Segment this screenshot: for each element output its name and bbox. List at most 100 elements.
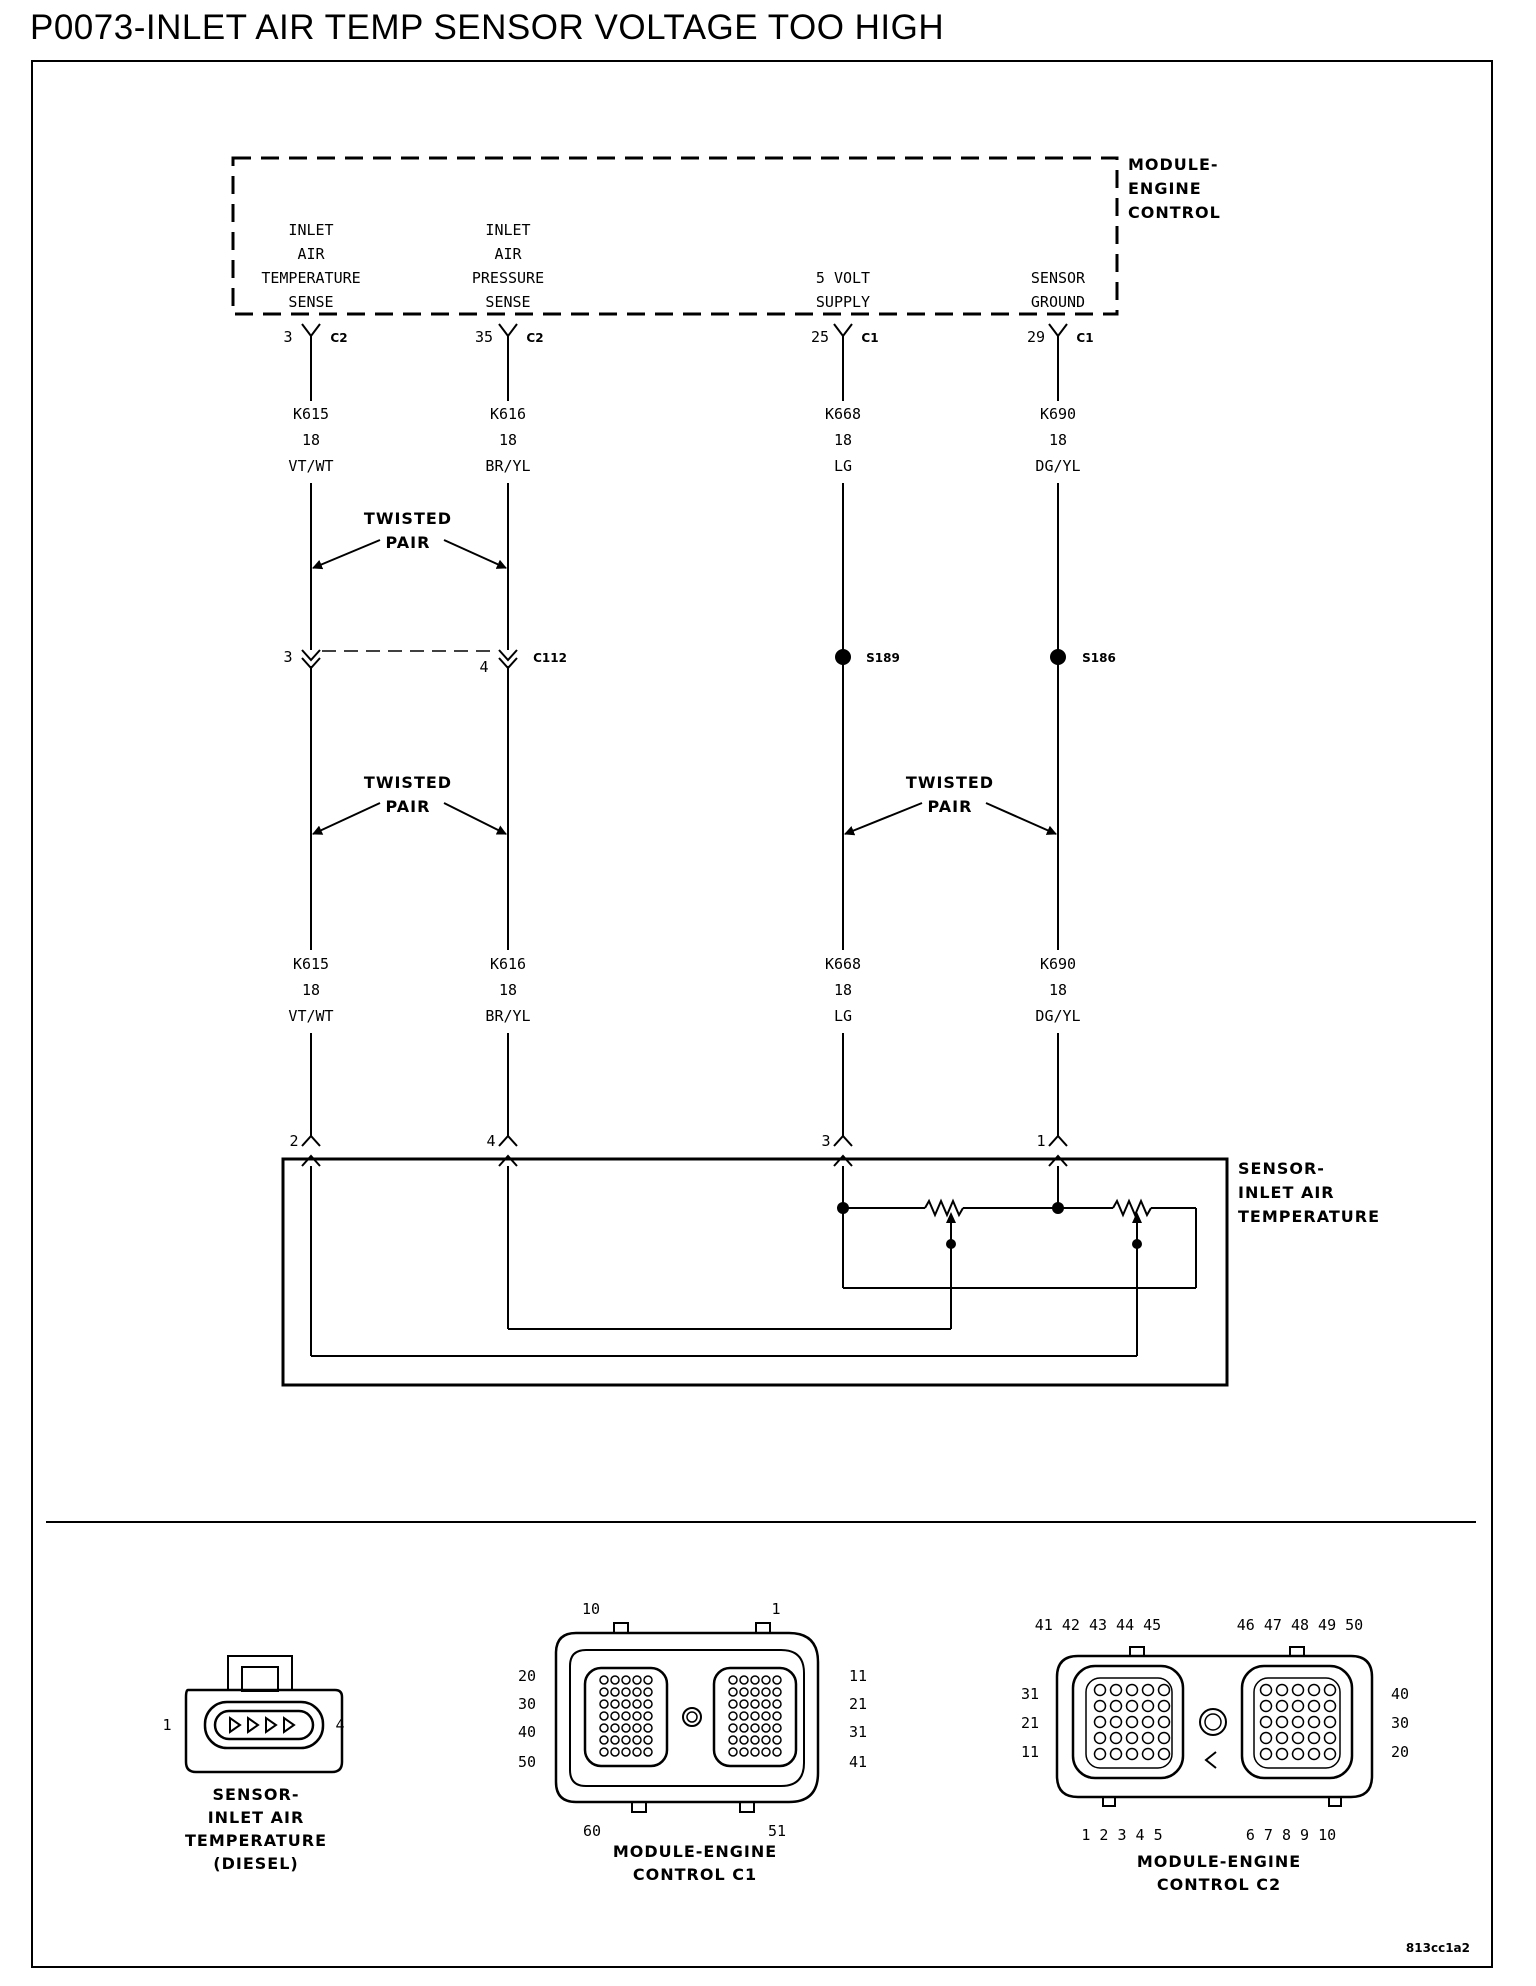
svg-text:35: 35 [475, 328, 493, 346]
svg-text:20: 20 [518, 1667, 536, 1685]
svg-text:18: 18 [302, 431, 320, 449]
svg-text:41: 41 [849, 1753, 867, 1771]
c1-left-cavities [599, 1675, 653, 1757]
svg-text:PAIR: PAIR [386, 797, 431, 816]
svg-text:INLET AIR: INLET AIR [208, 1808, 305, 1827]
svg-text:1 2 3 4 5: 1 2 3 4 5 [1081, 1826, 1162, 1844]
svg-text:TEMPERATURE: TEMPERATURE [261, 269, 360, 287]
svg-text:TWISTED: TWISTED [364, 773, 452, 792]
figure-id: 813cc1a2 [1406, 1941, 1470, 1955]
svg-text:K615: K615 [293, 955, 329, 973]
svg-text:AIR: AIR [297, 245, 325, 263]
svg-text:AIR: AIR [494, 245, 522, 263]
svg-text:3: 3 [283, 648, 292, 666]
svg-text:PRESSURE: PRESSURE [472, 269, 544, 287]
inline-connector-c112: 3 4 C112 [283, 648, 566, 676]
pin-function-5v-supply: 5 VOLT SUPPLY [816, 269, 870, 311]
diagram-frame [31, 60, 1493, 1968]
svg-text:18: 18 [834, 431, 852, 449]
svg-text:MODULE-: MODULE- [1128, 155, 1219, 174]
wire-label-lower: K615 18 VT/WT K616 18 BR/YL K668 18 LG K… [288, 955, 1080, 1025]
pin-function-iap-sense: INLET AIR PRESSURE SENSE [472, 221, 544, 311]
svg-text:31: 31 [1021, 1685, 1039, 1703]
svg-text:3: 3 [821, 1132, 830, 1150]
svg-text:ENGINE: ENGINE [1128, 179, 1202, 198]
pin-function-sensor-ground: SENSOR GROUND [1031, 269, 1086, 311]
svg-text:MODULE-ENGINE: MODULE-ENGINE [613, 1842, 777, 1861]
sensor-cavity-labels: 2 4 3 1 [289, 1132, 1045, 1150]
svg-text:C1: C1 [861, 331, 878, 345]
svg-text:K690: K690 [1040, 955, 1076, 973]
svg-text:50: 50 [518, 1753, 536, 1771]
svg-text:BR/YL: BR/YL [485, 457, 530, 475]
svg-text:LG: LG [834, 1007, 852, 1025]
svg-text:SENSOR-: SENSOR- [1238, 1159, 1325, 1178]
module-pin-4: 29 C1 [1027, 323, 1094, 346]
svg-text:18: 18 [834, 981, 852, 999]
svg-text:INLET: INLET [288, 221, 333, 239]
module-label: MODULE- ENGINE CONTROL [1128, 155, 1221, 222]
svg-text:18: 18 [1049, 431, 1067, 449]
svg-text:PAIR: PAIR [386, 533, 431, 552]
svg-text:4: 4 [479, 658, 488, 676]
c2-right-cavities [1259, 1683, 1337, 1761]
svg-text:40: 40 [518, 1723, 536, 1741]
pin-function-iat-sense: INLET AIR TEMPERATURE SENSE [261, 221, 360, 311]
c1-latches [613, 1622, 771, 1813]
svg-text:25: 25 [811, 328, 829, 346]
page-title: P0073-INLET AIR TEMP SENSOR VOLTAGE TOO … [30, 8, 945, 47]
svg-text:4: 4 [335, 1716, 344, 1734]
svg-text:C1: C1 [1076, 331, 1093, 345]
svg-text:CONTROL: CONTROL [1128, 203, 1221, 222]
svg-text:21: 21 [849, 1695, 867, 1713]
svg-text:SENSOR-: SENSOR- [213, 1785, 300, 1804]
svg-text:1: 1 [162, 1716, 171, 1734]
svg-text:4: 4 [486, 1132, 495, 1150]
splice-s186: S186 [1050, 649, 1116, 665]
svg-text:S189: S189 [866, 651, 900, 665]
svg-text:TWISTED: TWISTED [906, 773, 994, 792]
sensor-internal-circuit [310, 1166, 1197, 1357]
svg-text:TEMPERATURE: TEMPERATURE [185, 1831, 327, 1850]
svg-text:18: 18 [302, 981, 320, 999]
svg-text:SENSE: SENSE [288, 293, 333, 311]
twisted-pair-label-1: TWISTED PAIR [312, 509, 507, 570]
svg-text:C112: C112 [533, 651, 567, 665]
svg-text:VT/WT: VT/WT [288, 1007, 333, 1025]
svg-text:51: 51 [768, 1822, 786, 1840]
svg-text:3: 3 [283, 328, 292, 346]
svg-text:K668: K668 [825, 405, 861, 423]
svg-text:18: 18 [1049, 981, 1067, 999]
c1-connector-view: 10 1 20 30 40 50 11 21 31 41 60 51 MODUL… [518, 1600, 867, 1884]
svg-text:SUPPLY: SUPPLY [816, 293, 870, 311]
module-engine-control-box [231, 156, 1119, 316]
svg-text:K668: K668 [825, 955, 861, 973]
wire-label-upper: K615 18 VT/WT K616 18 BR/YL K668 18 LG K… [288, 405, 1080, 475]
svg-text:INLET: INLET [485, 221, 530, 239]
c2-connector-view: 41 42 43 44 45 46 47 48 49 50 31 21 11 4… [1021, 1616, 1409, 1894]
c2-left-cavities [1093, 1683, 1171, 1761]
svg-text:21: 21 [1021, 1714, 1039, 1732]
svg-text:TWISTED: TWISTED [364, 509, 452, 528]
module-pin-3: 25 C1 [811, 323, 879, 346]
svg-text:INLET AIR: INLET AIR [1238, 1183, 1335, 1202]
module-pin-1: 3 C2 [283, 323, 348, 346]
c2-latches [1102, 1646, 1342, 1807]
svg-text:SENSE: SENSE [485, 293, 530, 311]
svg-text:K616: K616 [490, 405, 526, 423]
svg-text:DG/YL: DG/YL [1035, 457, 1080, 475]
svg-text:K690: K690 [1040, 405, 1076, 423]
svg-text:VT/WT: VT/WT [288, 457, 333, 475]
svg-text:46 47 48 49 50: 46 47 48 49 50 [1237, 1616, 1363, 1634]
wire-segments [310, 344, 1059, 1136]
svg-text:C2: C2 [526, 331, 543, 345]
svg-text:BR/YL: BR/YL [485, 1007, 530, 1025]
svg-text:20: 20 [1391, 1743, 1409, 1761]
svg-text:S186: S186 [1082, 651, 1116, 665]
svg-text:11: 11 [849, 1667, 867, 1685]
svg-text:60: 60 [583, 1822, 601, 1840]
svg-text:6 7 8 9 10: 6 7 8 9 10 [1246, 1826, 1336, 1844]
svg-text:DG/YL: DG/YL [1035, 1007, 1080, 1025]
twisted-pair-label-3: TWISTED PAIR [844, 773, 1057, 836]
svg-text:5 VOLT: 5 VOLT [816, 269, 870, 287]
